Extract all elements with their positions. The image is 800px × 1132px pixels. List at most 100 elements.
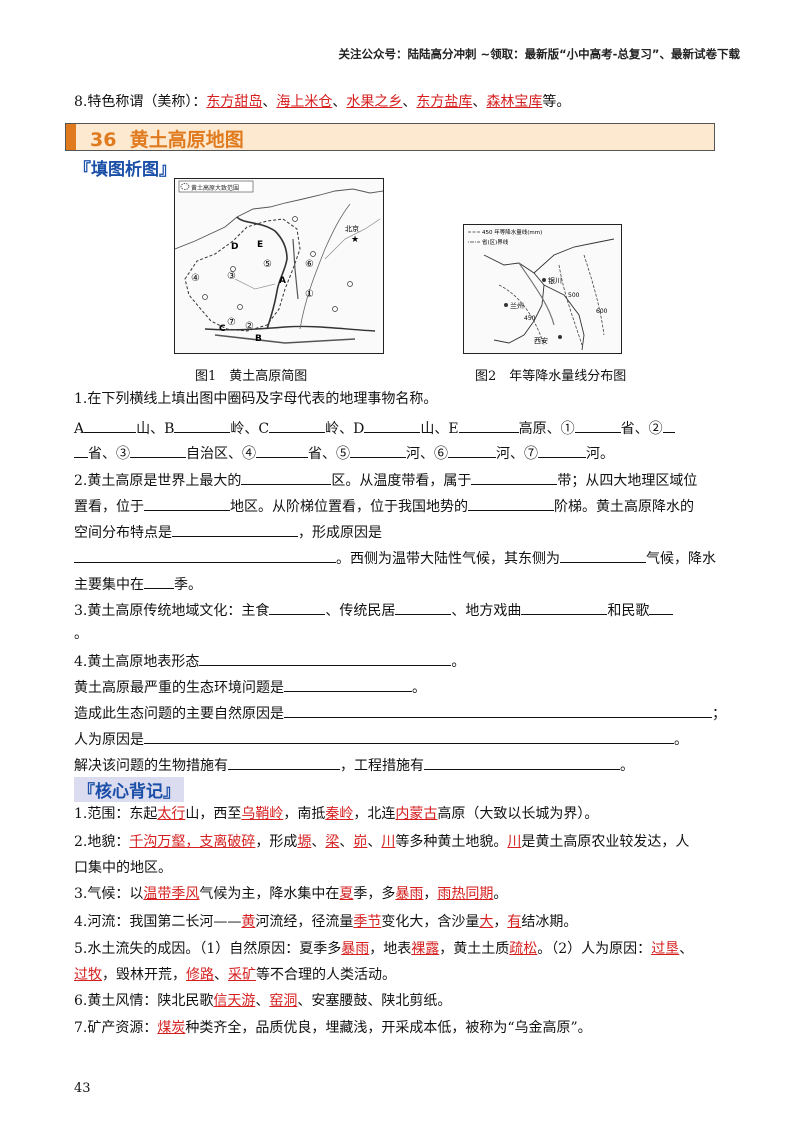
fig2-isoline-label: 450	[524, 315, 536, 322]
header-note: 关注公众号：陆陆高分冲刺 ~领取：最新版“小中高考-总复习”、最新试卷下载	[338, 47, 740, 61]
answer-text: 季节	[353, 914, 382, 930]
answer-blank[interactable]	[199, 651, 452, 666]
answer-blank[interactable]	[424, 755, 620, 770]
answer-text: 采矿	[228, 967, 256, 983]
answer-text: 裸露	[411, 941, 440, 957]
q-text: 山、B	[136, 421, 175, 437]
answer-text: 海上米仓	[276, 94, 333, 110]
core-text: 6.黄土风情：陕北民歌	[74, 993, 214, 1009]
core-text: ，南抵	[283, 806, 326, 822]
core-text: 河流经，径流量	[255, 914, 354, 930]
answer-blank[interactable]	[521, 600, 608, 615]
figure1-svg: 黄土高原大致范围 D E A B C ④ ③ ② ① ⑤ ⑥ ⑦ 北京 ★	[174, 180, 384, 344]
q4-line4: 人为原因是 。	[74, 729, 688, 750]
answer-blank[interactable]	[256, 443, 308, 458]
answer-blank[interactable]	[662, 418, 675, 433]
core-text: ，	[423, 886, 438, 902]
answer-blank[interactable]	[471, 470, 558, 485]
answer-text: 窑洞	[269, 993, 298, 1009]
q-text: 主要集中在	[74, 577, 144, 593]
q-text: 。	[620, 758, 634, 774]
answer-blank[interactable]	[174, 418, 231, 433]
core-text: ，北连	[353, 806, 396, 822]
q-text: 高原、①	[518, 421, 575, 437]
core-text: ，黄土土质	[439, 941, 510, 957]
q4-line1: 4.黄土高原地表形态。	[74, 651, 465, 672]
q-text: 。	[674, 732, 688, 748]
fig1-label-7: ⑦	[227, 317, 236, 328]
core-text: 季，多	[353, 886, 396, 902]
answer-blank[interactable]	[284, 703, 712, 718]
answer-text: 大	[479, 914, 494, 930]
q2-line2: 置看，位于地区。从阶梯位置看，位于我国地势的阶梯。黄土高原降水的	[74, 496, 694, 517]
answer-blank[interactable]	[269, 418, 326, 433]
figure2-caption: 图2 年等降水量线分布图	[475, 369, 627, 384]
answer-text: 过牧	[74, 967, 102, 983]
q3-line1: 3.黄土高原传统地域文化：主食、传统民居、地方戏曲和民歌	[74, 600, 674, 621]
answer-blank[interactable]	[649, 600, 674, 615]
q4-line3: 造成此生态问题的主要自然原因是；	[74, 703, 726, 724]
answer-blank[interactable]	[458, 418, 519, 433]
answer-blank[interactable]	[241, 470, 332, 485]
q-text: 3.黄土高原传统地域文化：主食	[74, 603, 270, 619]
answer-blank[interactable]	[74, 548, 336, 563]
answer-blank[interactable]	[228, 755, 340, 770]
item8-suffix: 等。	[542, 94, 571, 110]
fig1-label-A: A	[279, 276, 286, 286]
answer-text: 修路	[186, 967, 214, 983]
answer-text: 黄	[241, 914, 256, 930]
q-text: 人为原因是	[74, 732, 144, 748]
answer-blank[interactable]	[538, 443, 586, 458]
answer-blank[interactable]	[130, 443, 186, 458]
answer-blank[interactable]	[560, 548, 646, 563]
core-text: 、安塞腰鼓、陕北剪纸。	[297, 993, 452, 1009]
core-line-2b: 口集中的地区。	[74, 860, 172, 876]
answer-blank[interactable]	[448, 443, 496, 458]
answer-text: 太行	[157, 806, 186, 822]
q-text: 。西侧为温带大陆性气候，其东侧为	[336, 551, 560, 567]
q-text: ；	[712, 706, 726, 722]
answer-text: 雨热同期	[437, 886, 494, 902]
answer-blank[interactable]	[284, 677, 412, 692]
answer-blank[interactable]	[84, 418, 137, 433]
q-text: A	[74, 421, 85, 437]
answer-blank[interactable]	[574, 418, 621, 433]
answer-blank[interactable]	[144, 574, 174, 589]
core-text: 气候为主，降水集中在	[199, 886, 340, 902]
q2-line1: 2.黄土高原是世界上最大的区。从温度带看，属于带；从四大地理区域位	[74, 470, 697, 491]
tag-fill-map: 『填图析图』	[74, 160, 176, 180]
q-text: 2.黄土高原是世界上最大的	[74, 473, 242, 489]
q-text: 、地方戏曲	[451, 603, 522, 619]
answer-blank[interactable]	[144, 729, 674, 744]
core-text: 3.气候：以	[74, 886, 144, 902]
figure1-caption: 图1 黄土高原简图	[195, 369, 308, 384]
answer-blank[interactable]	[144, 496, 230, 511]
answer-blank[interactable]	[74, 443, 88, 458]
fig2-isoline-label: 600	[596, 308, 608, 315]
q-text: 解决该问题的生物措施有	[74, 758, 228, 774]
answer-blank[interactable]	[350, 443, 406, 458]
answer-blank[interactable]	[269, 600, 326, 615]
q-text: 季。	[174, 577, 202, 593]
core-text: 。	[493, 886, 508, 902]
q-text: 区。从温度带看，属于	[331, 473, 472, 489]
answer-text: 梁	[325, 834, 340, 850]
answer-blank[interactable]	[395, 600, 452, 615]
q2-line4: 。西侧为温带大陆性气候，其东侧为气候，降水	[74, 548, 716, 569]
section-accent	[66, 124, 76, 150]
q-text: 4.黄土高原地表形态	[74, 654, 200, 670]
answer-blank[interactable]	[172, 522, 298, 537]
core-line-2a: 2.地貌：千沟万壑，支离破碎，形成塬、梁、峁、川等多种黄土地貌。川是黄土高原农业…	[74, 832, 689, 852]
separator: 、	[472, 94, 487, 110]
answer-blank[interactable]	[364, 418, 421, 433]
core-text: 结冰期。	[521, 914, 578, 930]
fig1-label-1: ①	[305, 289, 314, 300]
fig2-legend-isoline: 450 年等降水量线(mm)	[482, 228, 542, 236]
page-number: 43	[74, 1081, 91, 1096]
figure1-map: 黄土高原大致范围 D E A B C ④ ③ ② ① ⑤ ⑥ ⑦ 北京 ★	[174, 178, 384, 354]
core-text: 、	[214, 967, 228, 983]
q4-line5: 解决该问题的生物措施有，工程措施有。	[74, 755, 634, 776]
core-text: 、	[255, 993, 270, 1009]
answer-text: 川	[381, 834, 396, 850]
answer-blank[interactable]	[468, 496, 554, 511]
